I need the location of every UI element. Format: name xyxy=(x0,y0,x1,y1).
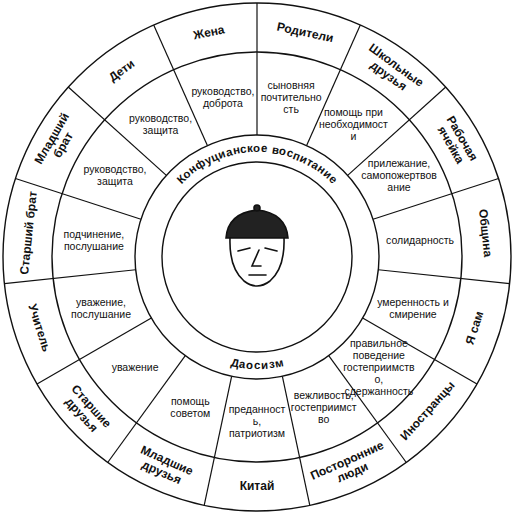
virtue-text: уважение xyxy=(98,361,173,373)
virtue-sector: сыновняя почтительность xyxy=(259,78,323,114)
relation-sector: Община xyxy=(474,190,496,277)
virtue-text: подчинение, послушание xyxy=(54,228,134,252)
virtue-text: солидарность xyxy=(380,234,460,246)
relation-name: Община xyxy=(474,190,496,277)
relation-sector: Младшие друзья xyxy=(119,437,208,496)
ring-circle xyxy=(135,135,379,379)
relation-sector: Старший брат xyxy=(18,190,40,277)
relation-name: Младший брат xyxy=(25,98,91,186)
cap-knob xyxy=(254,205,260,211)
ring-caption: Конфуцианское воспитание xyxy=(135,135,379,379)
relation-sector: Посторонние люди xyxy=(306,437,395,496)
virtue-sector: правильное поведение гостеприимство, сде… xyxy=(341,337,416,397)
right-eye xyxy=(265,248,277,251)
virtue-sector: уважение xyxy=(98,361,173,373)
relation-sector: Я сам xyxy=(456,285,495,371)
relation-name: Школьные друзья xyxy=(349,35,434,107)
relation-sector: Китай xyxy=(214,480,300,493)
wheel-rings xyxy=(3,3,511,511)
virtue-text: уважение, послушание xyxy=(62,296,141,320)
virtue-sector: солидарность xyxy=(380,234,460,246)
relation-sector: Учитель xyxy=(19,285,58,371)
cap xyxy=(226,210,288,238)
relation-sector: Школьные друзья xyxy=(349,35,434,107)
virtue-text: помощь при необходимости xyxy=(318,106,390,142)
relation-name: Посторонние люди xyxy=(306,437,395,496)
virtue-sector: руководство, защита xyxy=(76,163,153,187)
virtue-sector: помощь советом xyxy=(156,395,224,419)
sector-divider xyxy=(256,3,257,135)
relation-sector: Родители xyxy=(261,17,348,48)
virtue-sector: преданность, патриотизм xyxy=(227,403,287,439)
teaching-ring: Конфуцианское воспитаниеДаосизм xyxy=(135,135,379,379)
sector-divider xyxy=(378,270,509,284)
face-outline xyxy=(230,238,284,286)
mouth xyxy=(249,274,266,276)
virtue-sector: прилежание, самопожертвование xyxy=(360,157,437,193)
ring-circle xyxy=(3,3,511,511)
relation-sector: Старшие друзья xyxy=(48,370,125,452)
virtue-sector: руководство, доброта xyxy=(191,85,255,109)
ring-circle xyxy=(162,162,352,352)
virtue-text: преданность, патриотизм xyxy=(227,403,287,439)
relation-name: Старшие друзья xyxy=(48,370,125,452)
virtue-text: сыновняя почтительность xyxy=(259,78,323,114)
relation-sector: Дети xyxy=(83,41,160,102)
relation-name: Родители xyxy=(261,17,348,48)
relation-name: Китай xyxy=(214,480,300,493)
virtue-text: руководство, доброта xyxy=(191,85,255,109)
virtue-sector: уважение, послушание xyxy=(62,296,141,320)
virtue-sector: подчинение, послушание xyxy=(54,228,134,252)
ring-caption: Даосизм xyxy=(135,135,379,379)
relation-name: Учитель xyxy=(19,285,58,371)
virtue-text: умеренность и смирение xyxy=(373,296,452,320)
virtue-text: руководство, защита xyxy=(76,163,153,187)
left-eye xyxy=(238,248,250,251)
sector-divider xyxy=(37,318,151,384)
relation-sector: Жена xyxy=(166,17,253,48)
virtue-sector: помощь при необходимости xyxy=(318,106,390,142)
virtue-sector: вежливость, гостеприимство xyxy=(290,389,358,425)
relation-name: Старший брат xyxy=(18,190,40,277)
relation-sector: Младший брат xyxy=(25,98,91,186)
relation-name: Младшие друзья xyxy=(119,437,208,496)
virtue-sector: умеренность и смирение xyxy=(373,296,452,320)
virtue-text: помощь советом xyxy=(156,395,224,419)
relation-name: Дети xyxy=(83,41,160,102)
virtue-sector: руководство, защита xyxy=(125,112,197,136)
relation-name: Жена xyxy=(166,17,253,48)
relation-name: Я сам xyxy=(456,285,495,371)
nose xyxy=(252,250,261,266)
virtue-text: вежливость, гостеприимство xyxy=(290,389,358,425)
virtue-text: руководство, защита xyxy=(125,112,197,136)
virtue-text: прилежание, самопожертвование xyxy=(360,157,437,193)
virtue-text: правильное поведение гостеприимство, сде… xyxy=(341,337,416,397)
face-illustration xyxy=(226,205,288,286)
